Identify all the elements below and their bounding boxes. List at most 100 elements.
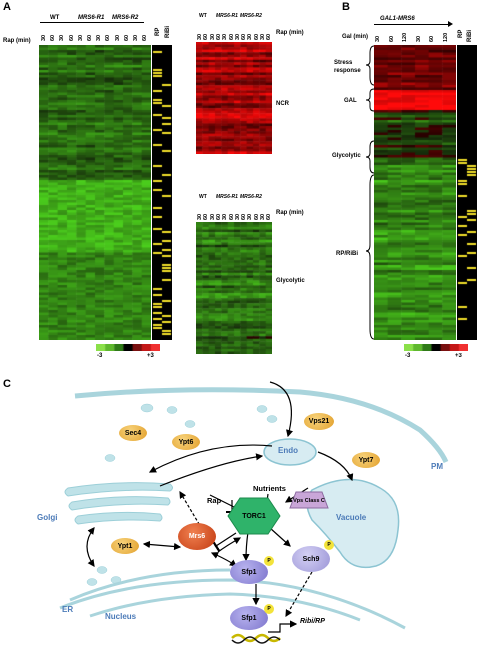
panel-b-label: B (342, 1, 350, 13)
gly-timepoint: 60 (253, 213, 260, 220)
heatmap-b-side-annotation (457, 45, 477, 340)
a-timepoint: 30 (77, 34, 84, 41)
phospho-tag-sfp1: P (264, 556, 274, 566)
a-timepoint: 30 (96, 34, 103, 41)
phospho-tag-sfp1-nuc: P (264, 604, 274, 614)
ncr-timepoint: 60 (253, 33, 260, 40)
ncr-strain-wt: WT (199, 13, 207, 19)
panel-c-label: C (3, 378, 11, 390)
gly-timepoint: 30 (222, 213, 229, 220)
gly-timepoint: 30 (234, 213, 241, 220)
gly-strain-r2: MRS6-R2 (240, 194, 262, 200)
heatmap-b (374, 45, 456, 340)
strain-r1-label: MRS6-R1 (78, 15, 105, 21)
scale-b-high: +3 (455, 353, 462, 359)
group-glycolytic: Glycolytic (332, 153, 361, 159)
ncr-timepoint: 30 (209, 33, 216, 40)
torc1-node: TORC1 (242, 512, 266, 520)
b-timepoint: 60 (429, 35, 435, 42)
ypt1-node: Ypt1 (111, 538, 139, 554)
gly-strain-wt: WT (199, 194, 207, 200)
panel-a-label: A (3, 1, 11, 13)
gly-timepoint: 60 (228, 213, 235, 220)
pm-label: PM (431, 462, 443, 471)
a-timepoint: 60 (68, 34, 75, 41)
rap-signal-label: Rap (207, 496, 222, 505)
a-timepoint: 30 (59, 34, 66, 41)
ypt7-node: Ypt7 (352, 452, 380, 468)
endo-label: Endo (278, 446, 298, 455)
gly-timepoint: 60 (215, 213, 222, 220)
b-timepoint: 120 (402, 32, 408, 42)
heatmap-main (39, 45, 151, 340)
b-timepoint: 30 (415, 35, 422, 42)
group-brackets (365, 45, 375, 340)
a-timepoint: 60 (142, 34, 149, 41)
ncr-timepoint: 60 (203, 33, 210, 40)
heatmap-side-annotation (152, 45, 172, 340)
ncr-timepoint: 30 (222, 33, 229, 40)
pathway-diagram (59, 381, 449, 644)
a-timepoint: 60 (105, 34, 112, 41)
heatmap-ncr (196, 42, 272, 154)
gal-arrow-line (374, 24, 450, 25)
sec4-node: Sec4 (119, 425, 147, 441)
golgi-label: Golgi (37, 513, 58, 522)
sfp1-node-cytoplasm: Sfp1 (230, 560, 268, 584)
rp-col-label: RP (155, 27, 161, 36)
a-timepoint: 30 (41, 34, 47, 41)
ncr-timepoint: 60 (215, 33, 222, 40)
er-label: ER (62, 605, 74, 614)
b-rp-col-label: RP (458, 29, 464, 38)
a-timepoint: 60 (87, 34, 93, 41)
ncr-timepoint: 30 (247, 33, 254, 40)
b-timepoint: 120 (442, 32, 449, 42)
mrs6-node: Mrs6 (178, 523, 216, 550)
scale-a-low: -3 (97, 353, 103, 359)
b-timepoint: 60 (388, 35, 395, 42)
ribi-col-label: RiBi (165, 26, 171, 38)
heatmap-glycolytic (196, 222, 272, 354)
glycolytic-label: Glycolytic (276, 278, 305, 284)
ribi-rp-label: Ribi/RP (300, 618, 325, 625)
scale-a-high: +3 (147, 353, 154, 359)
color-scale-b (404, 344, 468, 351)
group-rp-ribi: RP/RiBi (336, 251, 359, 257)
ncr-rap-label: Rap (min) (276, 30, 304, 36)
rap-label: Rap (min) (3, 38, 31, 44)
phospho-tag-sch9: P (324, 540, 334, 550)
scale-b-low: -3 (405, 353, 411, 359)
ncr-strain-r1: MRS6-R1 (216, 13, 238, 19)
gal1-mrs6-label: GAL1-MRS6 (380, 16, 415, 22)
ncr-timepoint: 30 (234, 33, 241, 40)
sch9-node: Sch9 (292, 546, 330, 572)
ypt6-node: Ypt6 (172, 434, 200, 450)
b-ribi-col-label: RiBi (467, 30, 473, 42)
vacuole-label: Vacuole (336, 513, 367, 522)
sfp1-node-nucleus: Sfp1 (230, 606, 268, 630)
a-timepoint: 30 (133, 34, 139, 41)
group-stress-response: Stress response (334, 60, 361, 74)
vps-class-c-node: Vps Class C (293, 497, 325, 504)
gly-rap-label: Rap (min) (276, 210, 304, 216)
gly-strain-r1: MRS6-R1 (216, 194, 238, 200)
a-timepoint: 60 (50, 34, 57, 41)
vps21-node: Vps21 (304, 413, 334, 430)
strain-underline (40, 22, 144, 23)
gly-timepoint: 30 (247, 213, 254, 220)
strain-wt-label: WT (50, 15, 60, 21)
gly-timepoint: 60 (266, 213, 273, 220)
gly-timepoint: 30 (209, 213, 216, 220)
strain-r2-label: MRS6-R2 (112, 15, 139, 21)
ncr-timepoint: 60 (266, 33, 273, 40)
ncr-label: NCR (276, 101, 289, 107)
gal-min-label: Gal (min) (342, 34, 369, 40)
gal-arrowhead (448, 21, 453, 27)
ncr-timepoint: 60 (228, 33, 235, 40)
nucleus-label: Nucleus (105, 612, 137, 621)
nutrients-label: Nutrients (253, 484, 286, 493)
gly-timepoint: 60 (203, 213, 210, 220)
b-timepoint: 30 (375, 35, 381, 42)
a-timepoint: 30 (114, 34, 121, 41)
a-timepoint: 60 (123, 34, 130, 41)
